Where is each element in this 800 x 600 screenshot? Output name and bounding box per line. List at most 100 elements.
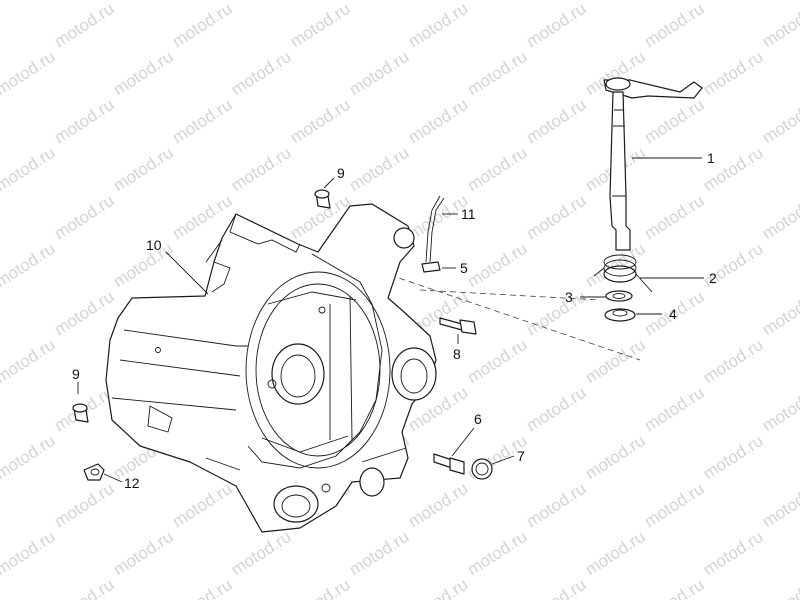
watermark-text: motod.ru — [700, 47, 767, 99]
watermark-text: motod.ru — [228, 47, 295, 99]
watermark-text: motod.ru — [464, 47, 531, 99]
dowel-lower — [72, 403, 89, 423]
watermark-text: motod.ru — [759, 383, 800, 435]
watermark-text: motod.ru — [51, 0, 118, 51]
elbow-fitting — [421, 195, 445, 273]
hose-clip — [83, 463, 105, 481]
callout-6: 6 — [474, 411, 482, 427]
crankcase-half — [105, 203, 437, 533]
watermark-text: motod.ru — [582, 239, 649, 291]
watermark-text: motod.ru — [110, 0, 177, 3]
callout-12: 12 — [124, 475, 140, 491]
watermark-text: motod.ru — [759, 0, 800, 51]
watermark-text: motod.ru — [51, 479, 118, 531]
watermark-text: motod.ru — [51, 191, 118, 243]
watermark-text: motod.ru — [346, 143, 413, 195]
watermark-text: motod.ru — [759, 287, 800, 339]
watermark-text: motod.ru — [700, 431, 767, 483]
watermark-text: motod.ru — [759, 95, 800, 147]
watermark-text: motod.ru — [523, 191, 590, 243]
watermark-text: motod.ru — [641, 95, 708, 147]
watermark-text: motod.ru — [700, 0, 767, 3]
watermark-text: motod.ru — [759, 479, 800, 531]
watermark-text: motod.ru — [523, 383, 590, 435]
watermark-text: motod.ru — [0, 143, 58, 195]
watermark-text: motod.ru — [0, 239, 58, 291]
watermark-text: motod.ru — [346, 0, 413, 3]
callout-3: 3 — [565, 289, 573, 305]
watermark-text: motod.ru — [582, 527, 649, 579]
watermark-text: motod.ru — [51, 287, 118, 339]
shaft-lever — [603, 77, 703, 251]
watermark-text: motod.ru — [228, 527, 295, 579]
watermark-text: motod.ru — [287, 95, 354, 147]
callout-9-lower: 9 — [72, 366, 80, 382]
bolt-6 — [433, 453, 465, 475]
watermark-text: motod.ru — [523, 479, 590, 531]
watermark-text: motod.ru — [759, 575, 800, 600]
watermark-text: motod.ru — [0, 431, 58, 483]
watermark-text: motod.ru — [523, 95, 590, 147]
watermark-text: motod.ru — [464, 143, 531, 195]
watermark-text: motod.ru — [582, 431, 649, 483]
watermark-text: motod.ru — [110, 143, 177, 195]
callout-9-upper: 9 — [337, 165, 345, 181]
watermark-text: motod.ru — [169, 95, 236, 147]
watermark-text: motod.ru — [169, 0, 236, 51]
torsion-spring — [593, 254, 653, 293]
watermark-text: motod.ru — [700, 527, 767, 579]
watermark-text: motod.ru — [169, 575, 236, 600]
watermark-text: motod.ru — [641, 383, 708, 435]
watermark-text: motod.ru — [228, 143, 295, 195]
o-ring — [471, 458, 493, 480]
watermark-text: motod.ru — [582, 335, 649, 387]
leader-lines — [77, 157, 704, 483]
watermark-text: motod.ru — [346, 47, 413, 99]
watermark-text: motod.ru — [523, 0, 590, 51]
watermark-text: motod.ru — [641, 479, 708, 531]
watermark-text: motod.ru — [287, 575, 354, 600]
watermark-text: motod.ru — [169, 479, 236, 531]
watermark-text: motod.ru — [346, 527, 413, 579]
callout-2: 2 — [709, 270, 717, 286]
bolt-8 — [439, 317, 477, 335]
watermark-text: motod.ru — [287, 0, 354, 51]
dowel-upper — [314, 189, 331, 209]
callout-8: 8 — [453, 346, 461, 362]
watermark-text: motod.ru — [110, 47, 177, 99]
callout-labels: 1 2 3 4 5 6 7 8 9 9 10 11 12 — [72, 150, 717, 491]
watermark-text: motod.ru — [51, 95, 118, 147]
watermark-text: motod.ru — [0, 335, 58, 387]
watermark-text: motod.ru — [0, 0, 58, 3]
watermark-text: motod.ru — [582, 0, 649, 3]
watermark-text: motod.ru — [700, 335, 767, 387]
watermark-text: motod.ru — [110, 239, 177, 291]
washer — [605, 290, 633, 302]
watermark-text: motod.ru — [523, 575, 590, 600]
watermark-text: motod.ru — [51, 575, 118, 600]
assembly-axis-line-2 — [419, 289, 601, 301]
watermark-text: motod.ru — [405, 95, 472, 147]
watermark-text: motod.ru — [0, 47, 58, 99]
watermark-text: motod.ru — [464, 239, 531, 291]
watermark-text: motod.ru — [641, 575, 708, 600]
watermark-text: motod.ru — [0, 527, 58, 579]
watermark-text: motod.ru — [641, 0, 708, 51]
watermark-text: motod.ru — [464, 335, 531, 387]
callout-10: 10 — [146, 237, 162, 253]
watermark-text: motod.ru — [759, 191, 800, 243]
assembly-axis-line — [389, 274, 641, 361]
oil-seal — [604, 308, 636, 322]
callout-7: 7 — [517, 448, 525, 464]
watermark-text: motod.ru — [464, 0, 531, 3]
callout-4: 4 — [669, 306, 677, 322]
watermark-text: motod.ru — [228, 0, 295, 3]
watermark-text: motod.ru — [641, 191, 708, 243]
callout-11: 11 — [461, 206, 476, 222]
watermark-text: motod.ru — [405, 0, 472, 51]
watermark-text: motod.ru — [110, 527, 177, 579]
watermark-text: motod.ru — [405, 479, 472, 531]
watermark-text: motod.ru — [405, 575, 472, 600]
